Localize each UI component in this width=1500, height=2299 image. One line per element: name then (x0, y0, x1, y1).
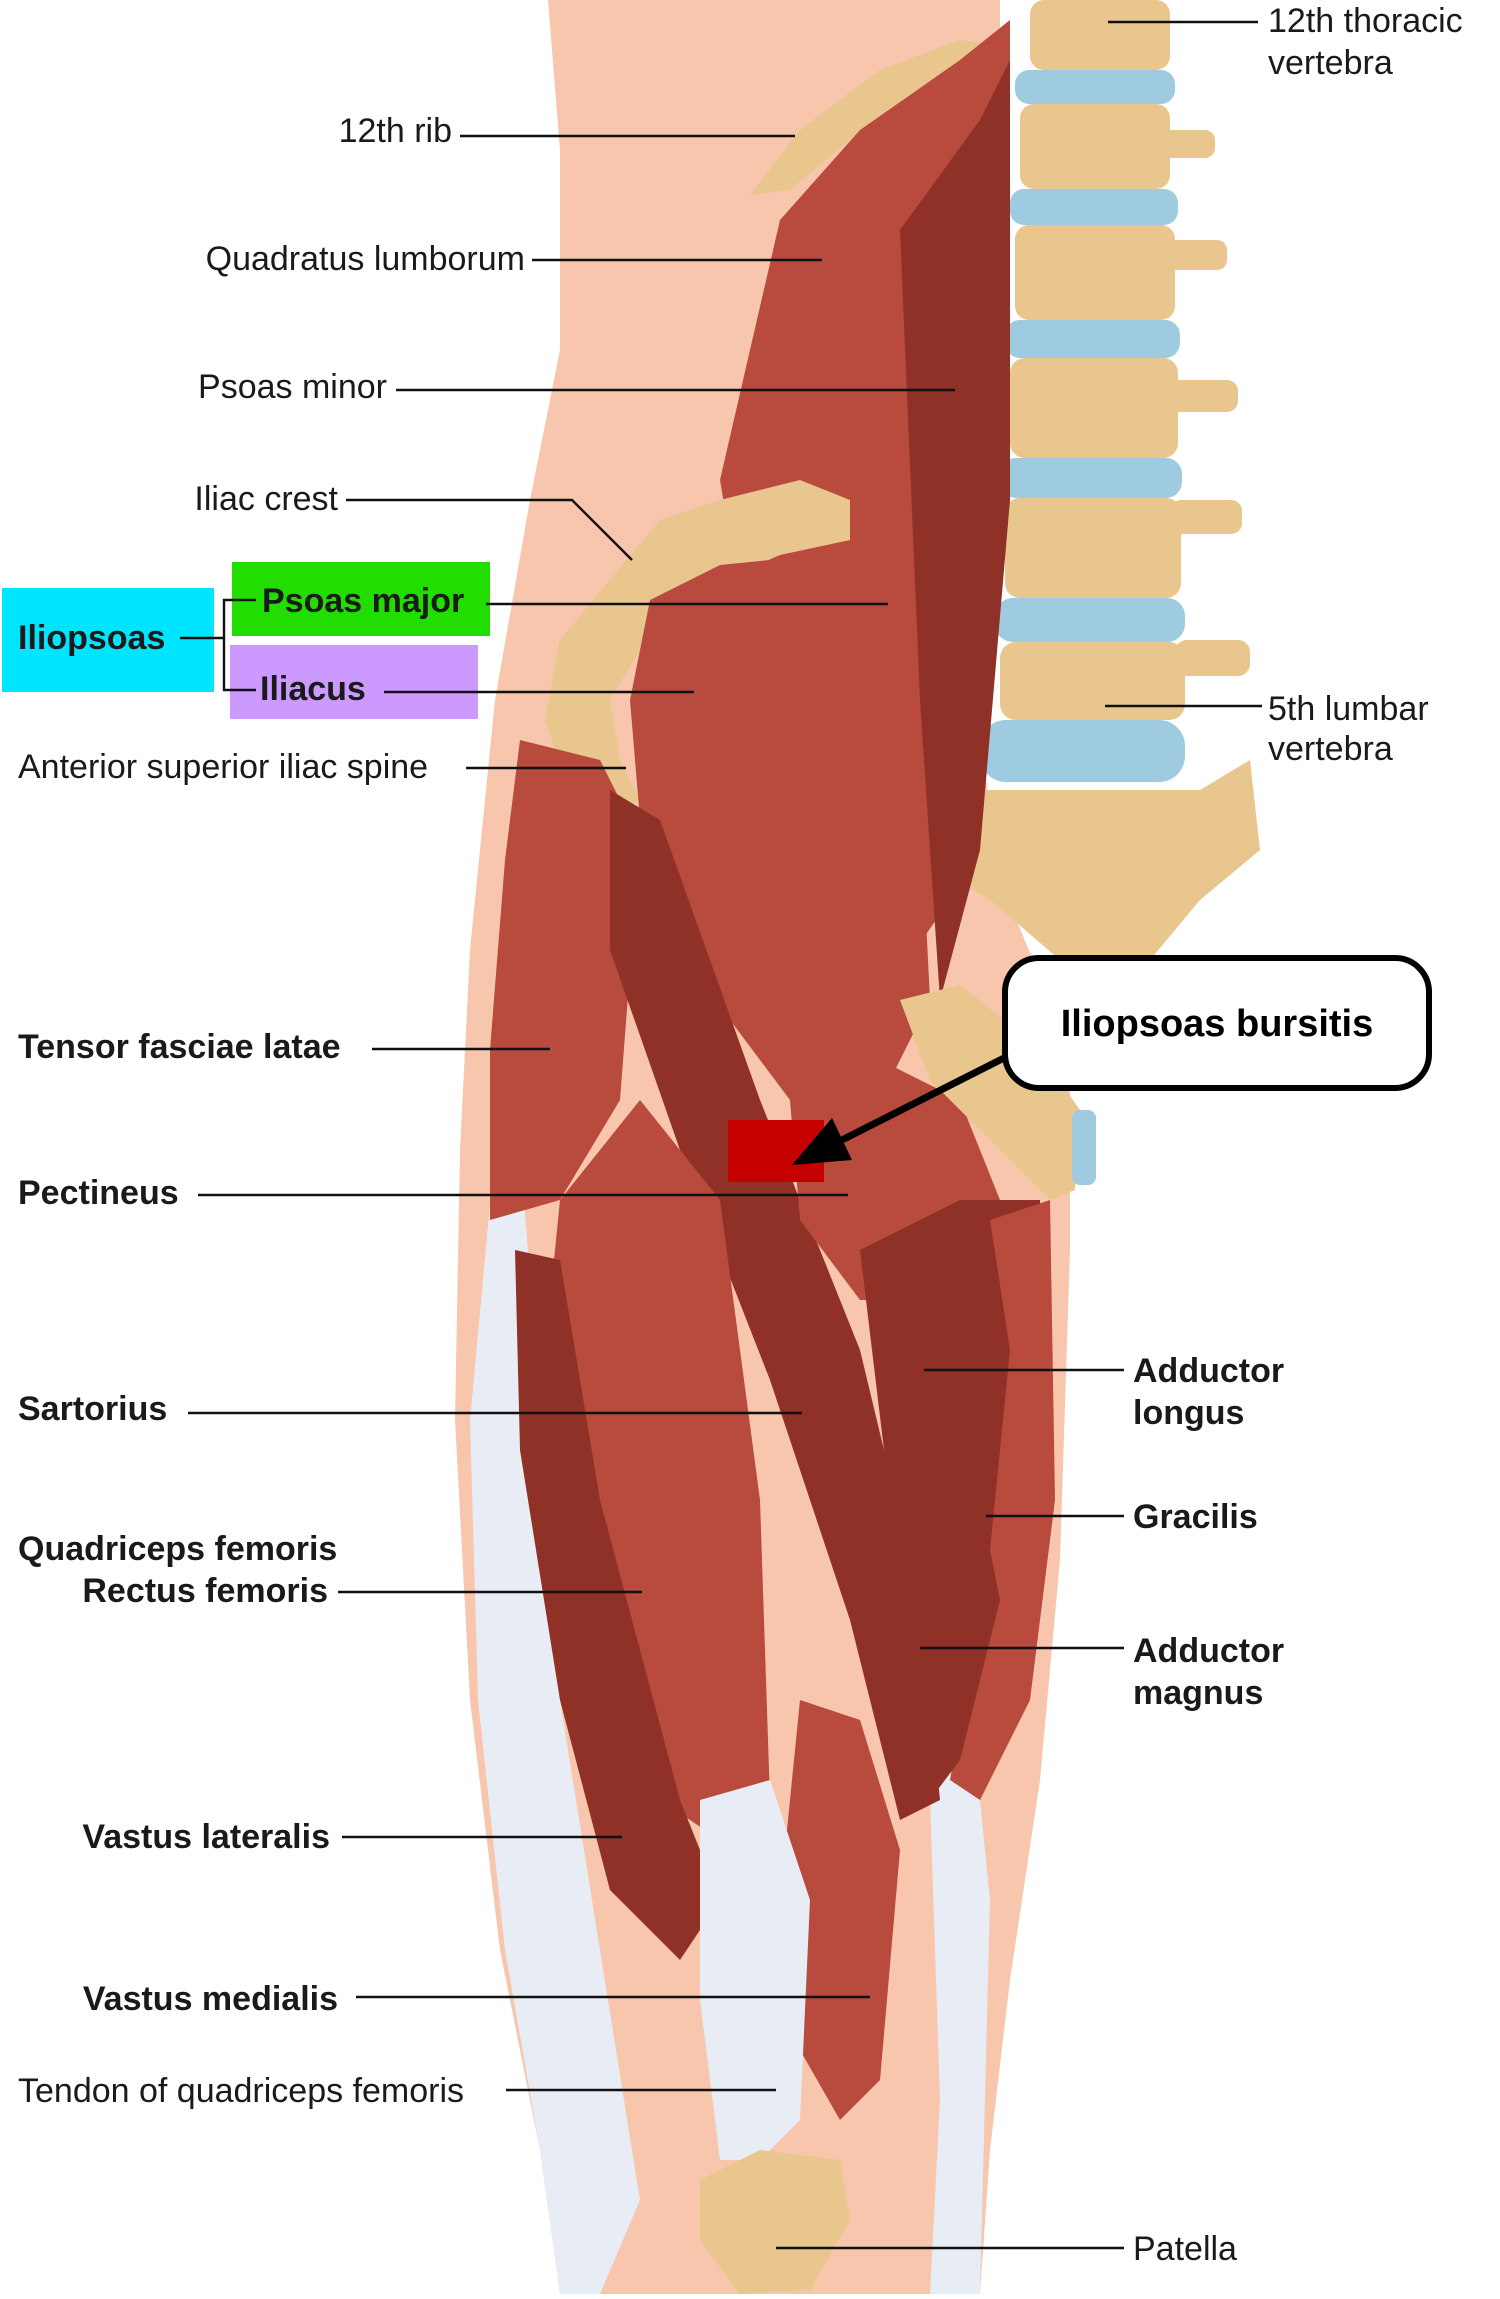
leader-iliopsoas-brace (222, 598, 256, 692)
label-adductor-magnus-line1: Adductor (1133, 1632, 1284, 1670)
disc (995, 598, 1185, 642)
transverse-process (1170, 380, 1238, 412)
rectus-femoris-muscle (540, 1100, 770, 1840)
transverse-process (1175, 640, 1250, 676)
callout-arrow-head (792, 1118, 852, 1165)
sacrum (940, 760, 1260, 960)
disc (1010, 189, 1178, 225)
adductor-magnus-muscle (900, 1450, 1000, 1800)
psoas-major-highlight-box (232, 562, 490, 636)
label-pectineus: Pectineus (18, 1174, 179, 1212)
labels: 12th thoracic vertebra 12th rib Quadratu… (18, 2, 1463, 2268)
vertebral-column (940, 0, 1260, 960)
vertebra-l1 (1020, 104, 1170, 189)
vastus-medialis-muscle (780, 1700, 900, 2120)
label-adductor-magnus-line2: magnus (1133, 1674, 1263, 1712)
label-iliopsoas: Iliopsoas (18, 619, 165, 657)
patella-bone (700, 2150, 850, 2294)
callout-label: Iliopsoas bursitis (1061, 1003, 1374, 1045)
sartorius-muscle (610, 790, 940, 1820)
label-sartorius: Sartorius (18, 1390, 167, 1428)
label-rectus-femoris: Rectus femoris (82, 1572, 328, 1610)
illustration (455, 0, 1260, 2294)
vertebra-l2 (1015, 225, 1175, 320)
label-thoracic-12-line2: vertebra (1268, 44, 1393, 82)
label-tensor-fasciae-latae: Tensor fasciae latae (18, 1028, 341, 1066)
label-gracilis: Gracilis (1133, 1498, 1258, 1536)
pubic-symphysis-disc (1072, 1110, 1096, 1185)
iliopsoas-highlight-box (2, 588, 214, 692)
label-rib-12: 12th rib (339, 112, 452, 150)
transverse-process (1160, 130, 1215, 158)
label-vastus-lateralis: Vastus lateralis (82, 1818, 330, 1856)
label-iliacus: Iliacus (260, 670, 366, 708)
quadriceps-tendon (700, 1780, 810, 2160)
vertebra-l3 (1010, 358, 1178, 458)
iliacus-highlight-box (230, 645, 478, 719)
disc (1005, 320, 1180, 358)
label-vastus-medialis: Vastus medialis (83, 1980, 338, 2018)
bursitis-callout: Iliopsoas bursitis (792, 955, 1432, 1165)
label-lumbar-5-line1: 5th lumbar (1268, 690, 1429, 728)
label-lumbar-5-line2: vertebra (1268, 730, 1393, 768)
label-asis: Anterior superior iliac spine (18, 748, 428, 786)
disc (1015, 70, 1175, 104)
transverse-process (1165, 240, 1227, 270)
label-tendon-quadriceps: Tendon of quadriceps femoris (18, 2072, 464, 2110)
disc (980, 720, 1185, 782)
pubic-bone (900, 985, 1080, 1200)
vastus-lateralis-muscle (515, 1250, 720, 1960)
callout-arrow-shaft (836, 1054, 1006, 1146)
label-psoas-major: Psoas major (262, 582, 464, 620)
vertebra-t12 (1030, 0, 1170, 70)
disc (1000, 458, 1182, 498)
label-quadratus-lumborum: Quadratus lumborum (206, 240, 525, 278)
transverse-process (1170, 500, 1242, 534)
label-patella: Patella (1133, 2230, 1237, 2268)
label-thoracic-12-line1: 12th thoracic (1268, 2, 1463, 40)
label-quadriceps-femoris: Quadriceps femoris (18, 1530, 337, 1568)
leader-lines (180, 20, 1262, 2250)
vertebra-l4 (1005, 498, 1181, 598)
vertebra-l5 (1000, 642, 1185, 720)
callout-box (1002, 955, 1432, 1091)
fascia-lata-band (470, 1150, 640, 2294)
label-adductor-longus-line1: Adductor (1133, 1352, 1284, 1390)
label-psoas-minor: Psoas minor (198, 368, 387, 406)
medial-fascia-band (930, 1700, 990, 2294)
label-iliac-crest: Iliac crest (194, 480, 338, 518)
leader-iliac-crest (346, 498, 633, 561)
label-adductor-longus-line2: longus (1133, 1394, 1244, 1432)
psoas-minor-muscle (900, 60, 1010, 1000)
tensor-fasciae-latae-muscle (490, 740, 640, 1220)
